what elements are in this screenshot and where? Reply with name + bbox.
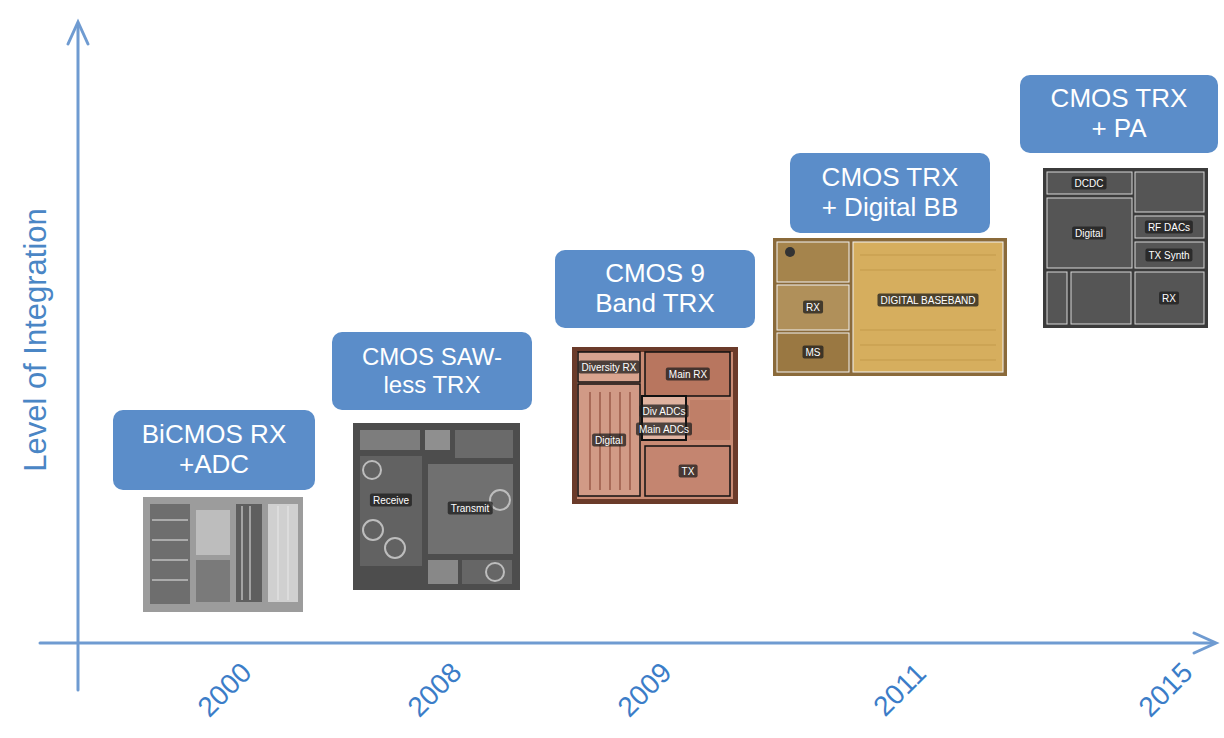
y-axis [77, 24, 80, 690]
block-label: RX [803, 301, 823, 314]
die-photo-2008 [353, 423, 520, 590]
stage-title: CMOS SAW-less TRX [347, 343, 517, 398]
block-label: RX [1159, 292, 1179, 305]
year-label: 2011 [867, 657, 932, 722]
year-label: 2000 [192, 657, 259, 724]
year-label: 2009 [612, 657, 679, 724]
stage-box: CMOS 9 Band TRX [555, 250, 755, 328]
die-photo-2000 [143, 497, 303, 612]
block-label: TX [679, 465, 698, 478]
die-photo-2009 [572, 347, 738, 504]
block-label: Div ADCs [640, 405, 689, 418]
stage-box: CMOS TRX + Digital BB [790, 153, 990, 233]
stage-title: CMOS TRX + Digital BB [815, 163, 965, 223]
block-label: TX Synth [1145, 249, 1192, 262]
block-label: Digital [1072, 227, 1106, 240]
block-label: Receive [370, 494, 412, 507]
y-arrowhead [68, 22, 88, 44]
block-label: MS [803, 346, 824, 359]
x-arrowhead [1194, 633, 1216, 653]
block-label: Diversity RX [578, 361, 639, 374]
block-label: Transmit [448, 502, 493, 515]
block-label: DIGITAL BASEBAND [877, 294, 978, 307]
stage-title: CMOS 9 Band TRX [580, 259, 730, 319]
year-label: 2015 [1133, 657, 1200, 724]
block-label: Digital [592, 434, 626, 447]
stage-box: CMOS TRX + PA [1020, 75, 1218, 153]
stage-box: CMOS SAW-less TRX [332, 332, 532, 410]
x-axis [40, 642, 1214, 645]
block-label: Main RX [666, 368, 710, 381]
die-photo-2011 [773, 238, 1007, 376]
block-label: RF DACs [1145, 221, 1193, 234]
die-photo-2015 [1043, 168, 1208, 328]
stage-title: BiCMOS RX +ADC [137, 420, 291, 480]
stage-box: BiCMOS RX +ADC [113, 410, 315, 490]
block-label: Main ADCs [636, 423, 692, 436]
axis-title: Level of Integration [18, 208, 54, 472]
stage-title: CMOS TRX + PA [1046, 84, 1192, 144]
block-label: DCDC [1072, 177, 1107, 190]
year-label: 2008 [402, 657, 469, 724]
